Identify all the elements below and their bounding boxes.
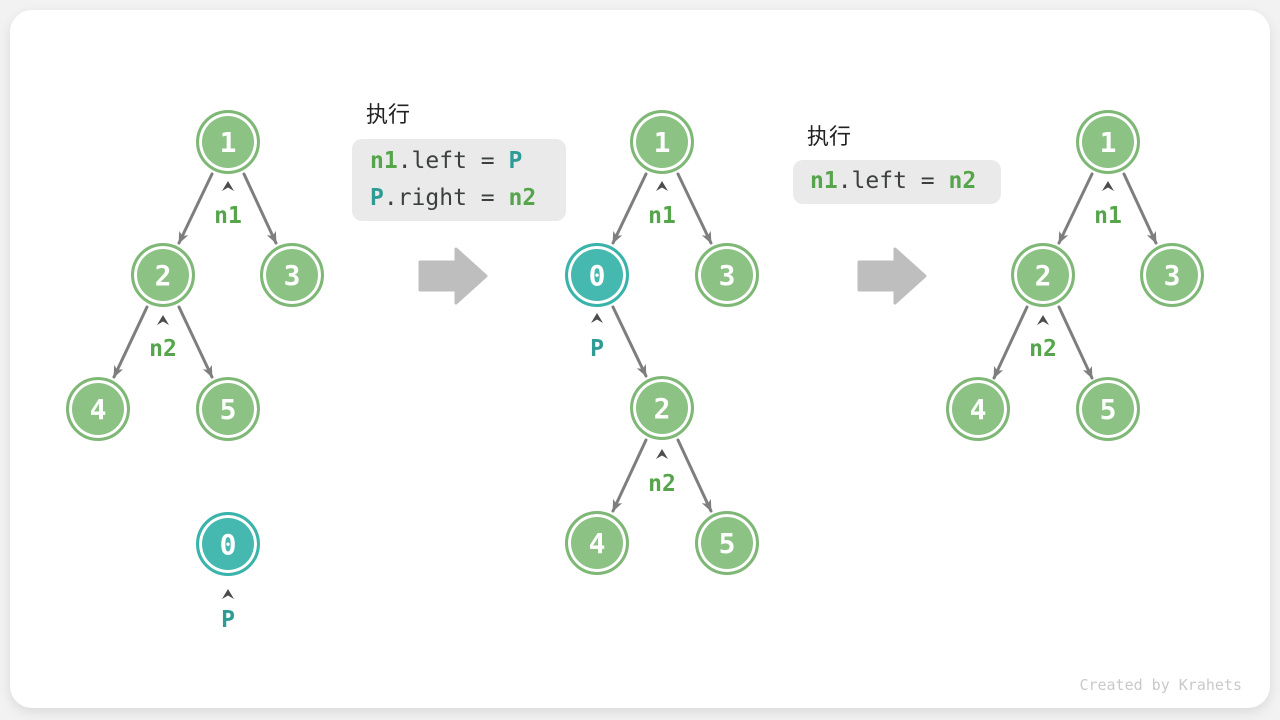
code-var-n1: n1: [810, 168, 838, 194]
code-text: .left =: [837, 168, 949, 194]
tree-initial-node-2: 2: [131, 243, 195, 307]
tree-inserted-pointer-p: P: [590, 336, 604, 362]
tree-initial-pointer-n2: n2: [149, 336, 177, 362]
tree-final-node-2: 2: [1011, 243, 1075, 307]
tree-initial-node-3: 3: [260, 243, 324, 307]
code-var-n2: n2: [508, 185, 537, 211]
code-var-p: P: [370, 185, 384, 211]
tree-initial-node-4: 4: [66, 377, 130, 441]
code-box-2: n1.left = n2: [793, 160, 1001, 204]
code-line-1: n1.left = n2: [810, 163, 1001, 200]
tree-inserted-pointer-n2: n2: [648, 471, 676, 497]
tree-inserted-pointer-n1: n1: [648, 203, 676, 229]
tree-inserted-node-1: 1: [630, 110, 694, 174]
figure-card: [10, 10, 1270, 708]
tree-inserted-node-3: 3: [695, 243, 759, 307]
tree-initial-pointer-n1: n1: [214, 203, 242, 229]
tree-inserted-node-2: 2: [630, 376, 694, 440]
code-text: .left =: [397, 148, 509, 174]
tree-inserted-node-4: 4: [565, 511, 629, 575]
code-line-2: P.right = n2: [370, 180, 566, 217]
code-var-n2: n2: [948, 168, 977, 194]
tree-inserted-node-5: 5: [695, 511, 759, 575]
code-var-n1: n1: [370, 148, 398, 174]
tree-final-pointer-n1: n1: [1094, 203, 1122, 229]
exec-label-2: 执行: [807, 124, 852, 149]
tree-initial-pointer-p: P: [221, 607, 235, 633]
tree-final-pointer-n2: n2: [1029, 336, 1057, 362]
tree-initial-node-5: 5: [196, 377, 260, 441]
code-box-1: n1.left = P P.right = n2: [352, 139, 566, 221]
tree-final-node-3: 3: [1140, 243, 1204, 307]
tree-final-node-5: 5: [1076, 377, 1140, 441]
exec-label-1: 执行: [366, 102, 411, 127]
code-line-1: n1.left = P: [370, 143, 566, 180]
watermark-credit: Created by Krahets: [1079, 676, 1242, 694]
tree-final-node-1: 1: [1076, 110, 1140, 174]
code-text: .right =: [383, 185, 509, 211]
tree-initial-node-0: 0: [196, 512, 260, 576]
tree-inserted-node-0: 0: [565, 243, 629, 307]
code-var-p: P: [508, 148, 523, 174]
tree-initial-node-1: 1: [196, 110, 260, 174]
tree-final-node-4: 4: [946, 377, 1010, 441]
